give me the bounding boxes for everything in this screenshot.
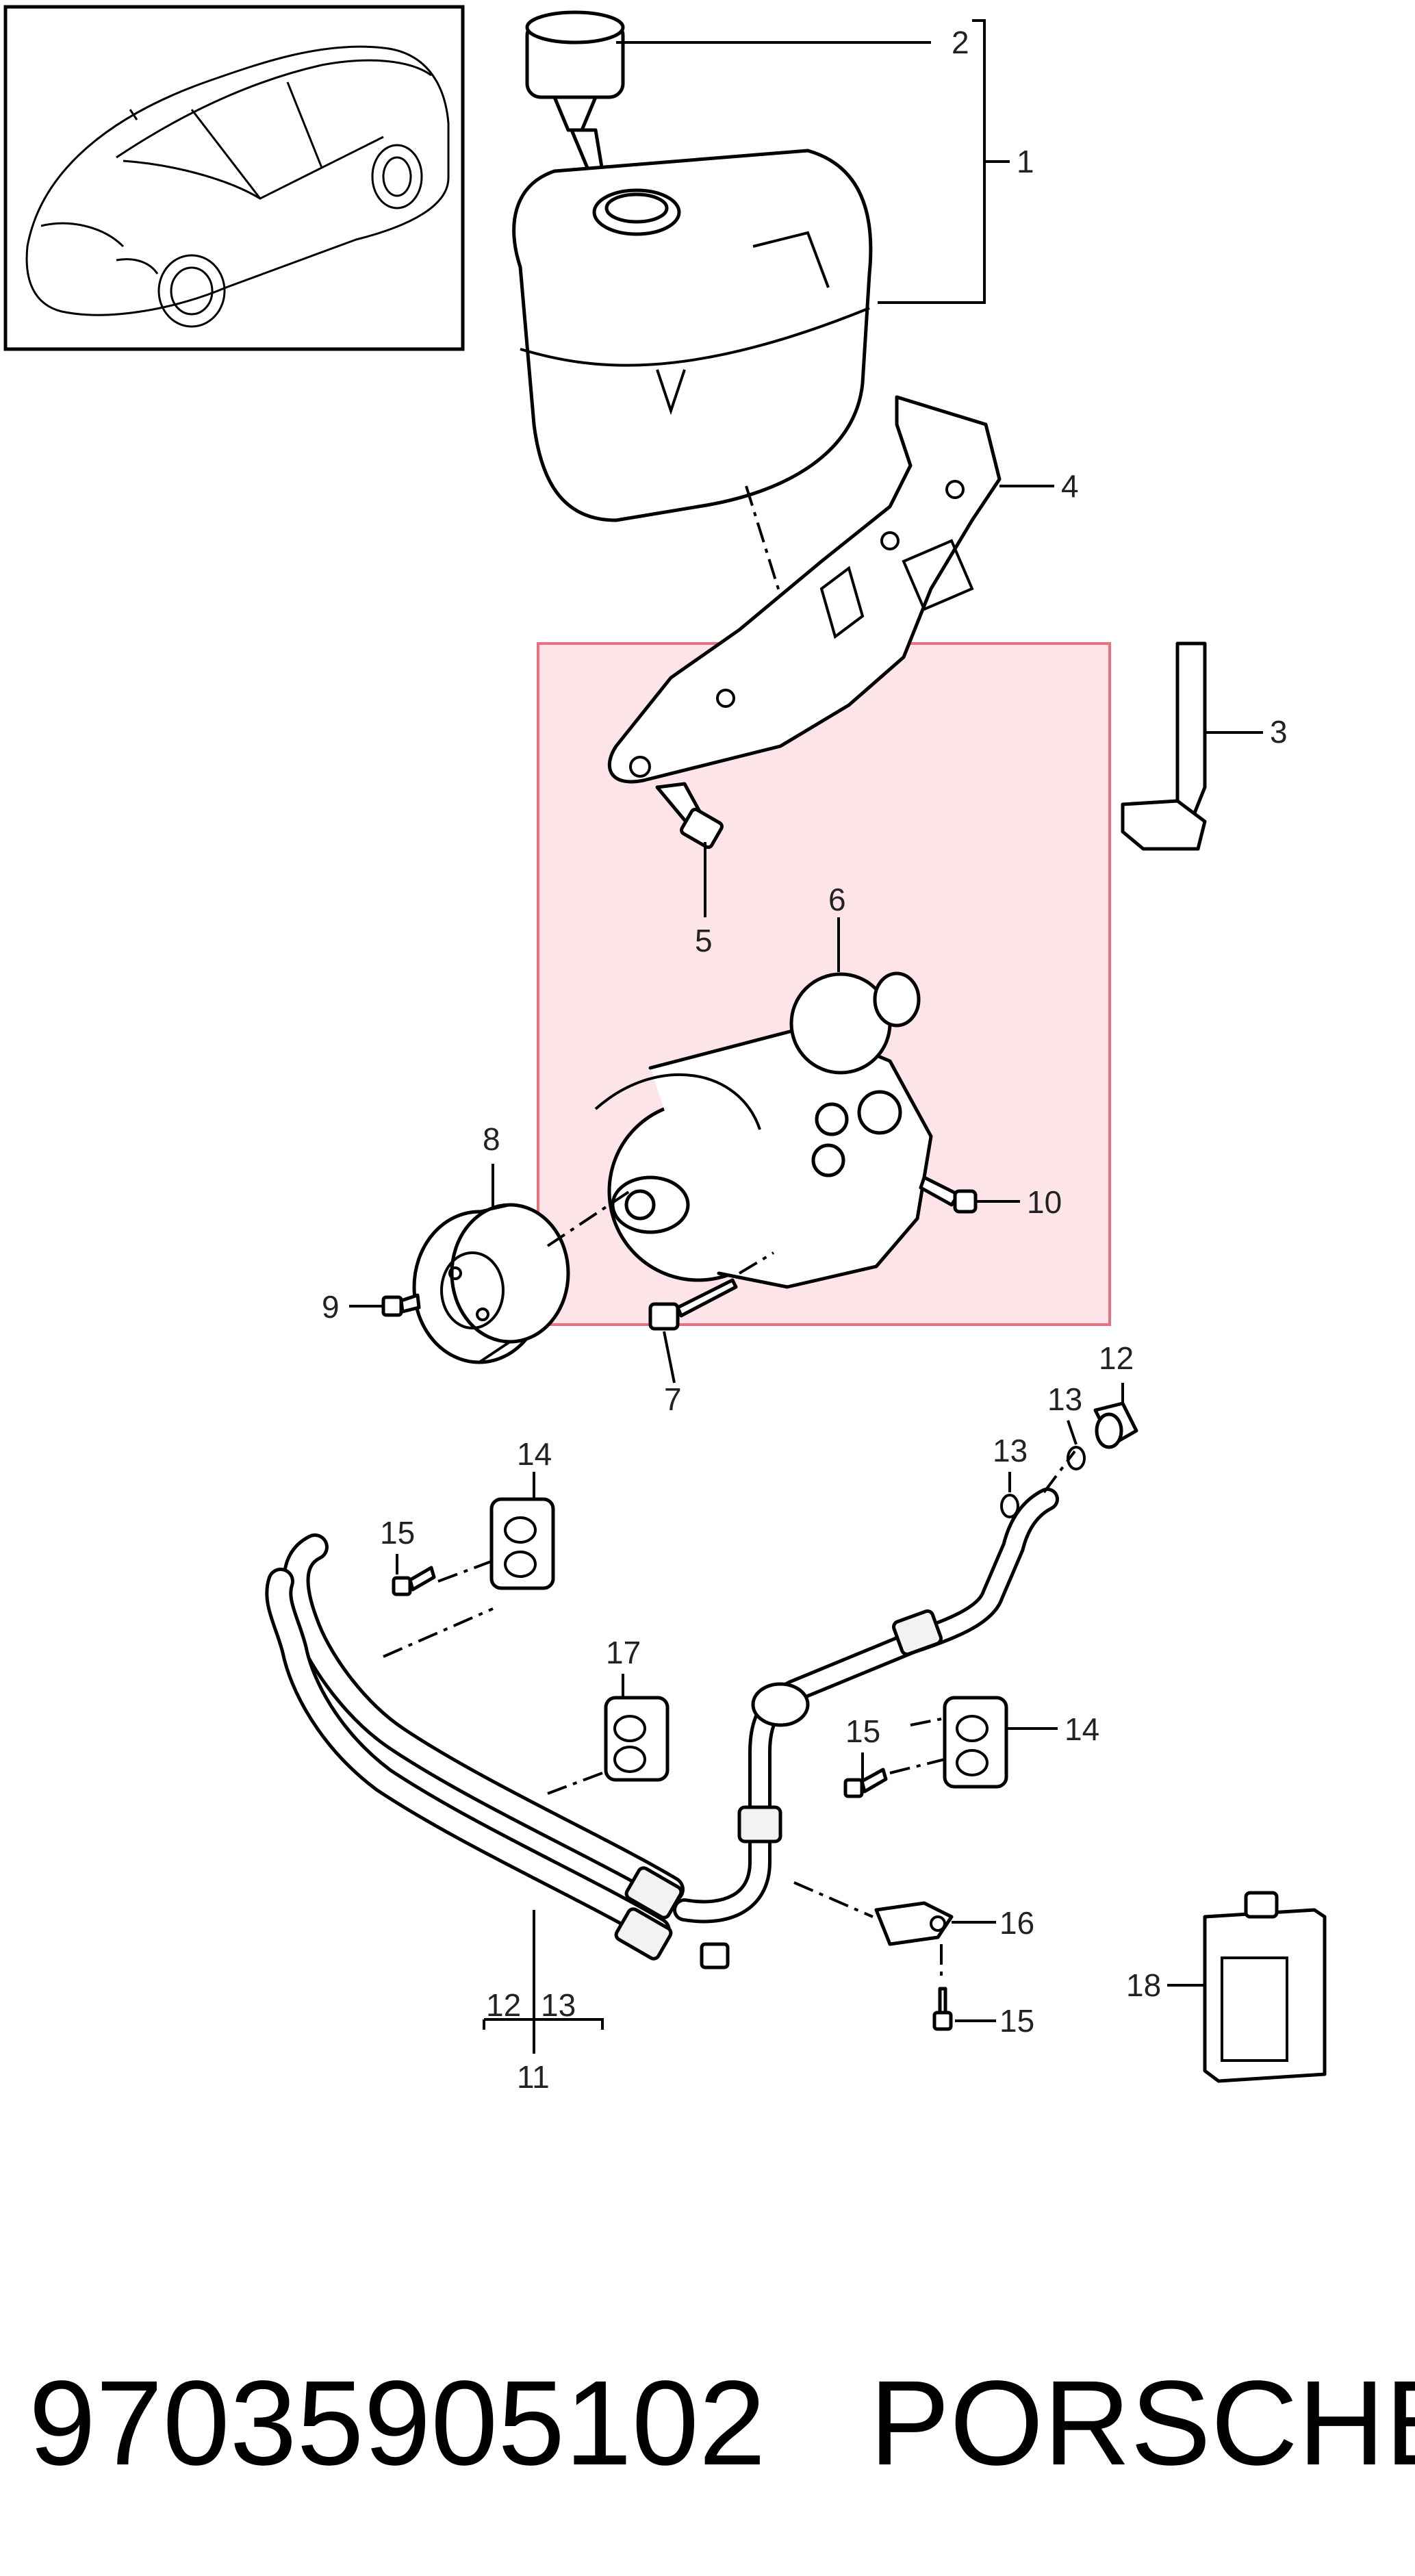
part-17-clamp: [604, 1696, 670, 1782]
part-14-clamp-lower: [943, 1696, 1008, 1789]
callout-7: 7: [664, 1381, 682, 1417]
part-3-sensor: [1121, 641, 1207, 851]
part-5-bolt: [655, 782, 724, 850]
part-18-fluid-bottle: [1203, 1891, 1327, 2083]
callout-8: 8: [483, 1121, 500, 1157]
callout-2: 2: [952, 25, 969, 60]
callout-5: 5: [695, 923, 713, 958]
leader-lines: [349, 19, 1263, 2054]
part-13-seal-rings: [1000, 1446, 1086, 1518]
part-7-bolt: [648, 1278, 738, 1331]
car-thumbnail: [3, 5, 465, 351]
callout-16: 16: [999, 1905, 1034, 1941]
callout-13-hose: 13: [541, 1987, 576, 2023]
part-4-bracket: [608, 395, 1002, 784]
assembly-lines: [383, 1450, 1076, 1918]
callout-12-hose: 12: [486, 1987, 521, 2023]
part-1-reservoir: [512, 149, 873, 522]
callout-6: 6: [828, 882, 846, 917]
callout-9: 9: [322, 1289, 340, 1325]
callout-11: 11: [517, 2059, 550, 2095]
part-16-bracket: [874, 1901, 954, 1946]
callout-15-upper: 15: [380, 1515, 415, 1551]
part-2-reservoir-cap: [525, 10, 625, 173]
callout-12-fitting: 12: [1099, 1340, 1134, 1376]
part-15-bolt-c: [932, 1987, 953, 2031]
part-10-bolt: [919, 1175, 978, 1214]
callout-13-lower: 13: [993, 1433, 1028, 1468]
callout-17: 17: [606, 1635, 641, 1670]
callouts: 2 1 4 3 5 6 10 8 9 7 12 13 13 14 15 17 1…: [322, 25, 1288, 2095]
brand-name: PORSCHE: [869, 2356, 1415, 2490]
callout-3: 3: [1270, 714, 1288, 750]
part-15-bolt-a: [392, 1566, 436, 1596]
callout-13-upper: 13: [1047, 1381, 1082, 1417]
part-8-pulley: [412, 1203, 570, 1364]
callout-15-lower: 15: [999, 2003, 1034, 2039]
callout-4: 4: [1061, 468, 1079, 504]
part-9-bolt: [381, 1293, 421, 1317]
callout-18: 18: [1126, 1967, 1161, 2003]
part-6-pump: [594, 971, 933, 1289]
callout-10: 10: [1027, 1184, 1062, 1220]
part-15-bolt-b: [843, 1768, 888, 1798]
part-14-clamp-upper: [489, 1497, 555, 1590]
part-number: 97035905102: [29, 2356, 766, 2490]
part-11-hose-line: [265, 1488, 1059, 1969]
callout-15-middle: 15: [845, 1713, 880, 1749]
callout-14-upper: 14: [517, 1436, 552, 1472]
callout-1: 1: [1017, 144, 1034, 179]
part-12-fitting: [1093, 1401, 1138, 1449]
callout-14-lower: 14: [1065, 1711, 1099, 1747]
